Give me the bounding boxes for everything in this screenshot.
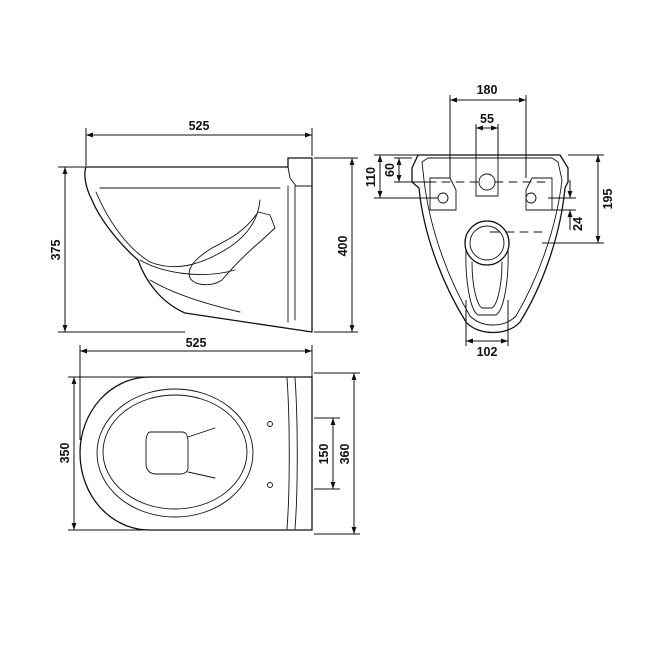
rear-110-dimension: 110 bbox=[364, 154, 438, 199]
rear-inner-width-label: 55 bbox=[480, 112, 494, 126]
rear-195-label: 195 bbox=[601, 189, 615, 210]
top-bolt-spacing-dimension: 150 bbox=[314, 417, 340, 490]
rear-24-dimension: 24 bbox=[548, 180, 585, 231]
top-total-depth-dimension: 360 bbox=[314, 372, 360, 535]
side-width-label: 525 bbox=[189, 119, 210, 133]
top-width-label: 525 bbox=[186, 336, 207, 350]
top-depth-label: 350 bbox=[58, 443, 72, 464]
rear-inner-width-dimension: 55 bbox=[475, 112, 499, 158]
rear-24-label: 24 bbox=[571, 217, 585, 231]
side-total-height-label: 400 bbox=[336, 236, 350, 257]
rear-view: 180 55 110 60 195 bbox=[364, 83, 615, 359]
side-total-height-dimension: 400 bbox=[314, 157, 358, 333]
top-depth-dimension: 350 bbox=[58, 376, 150, 531]
rear-outer-width-dimension: 180 bbox=[449, 83, 527, 178]
top-total-depth-label: 360 bbox=[338, 444, 352, 465]
side-bowl-height-dimension: 375 bbox=[49, 166, 185, 333]
side-bowl-height-label: 375 bbox=[49, 240, 63, 261]
rear-outlet-dimension: 102 bbox=[465, 300, 509, 359]
top-width-dimension: 525 bbox=[79, 336, 313, 440]
top-bolt-spacing-label: 150 bbox=[317, 444, 331, 465]
rear-60-label: 60 bbox=[383, 163, 397, 177]
rear-110-label: 110 bbox=[364, 167, 378, 187]
rear-195-dimension: 195 bbox=[542, 154, 615, 244]
rear-outer-width-label: 180 bbox=[477, 83, 498, 97]
top-view: 525 350 150 360 bbox=[58, 336, 360, 535]
rear-view-outline bbox=[411, 154, 569, 334]
side-view: 525 375 400 bbox=[49, 119, 358, 333]
side-view-outline bbox=[84, 157, 313, 333]
top-view-outline bbox=[79, 376, 313, 531]
rear-outlet-label: 102 bbox=[477, 345, 498, 359]
rear-60-dimension: 60 bbox=[383, 157, 428, 183]
side-width-dimension: 525 bbox=[85, 119, 313, 166]
